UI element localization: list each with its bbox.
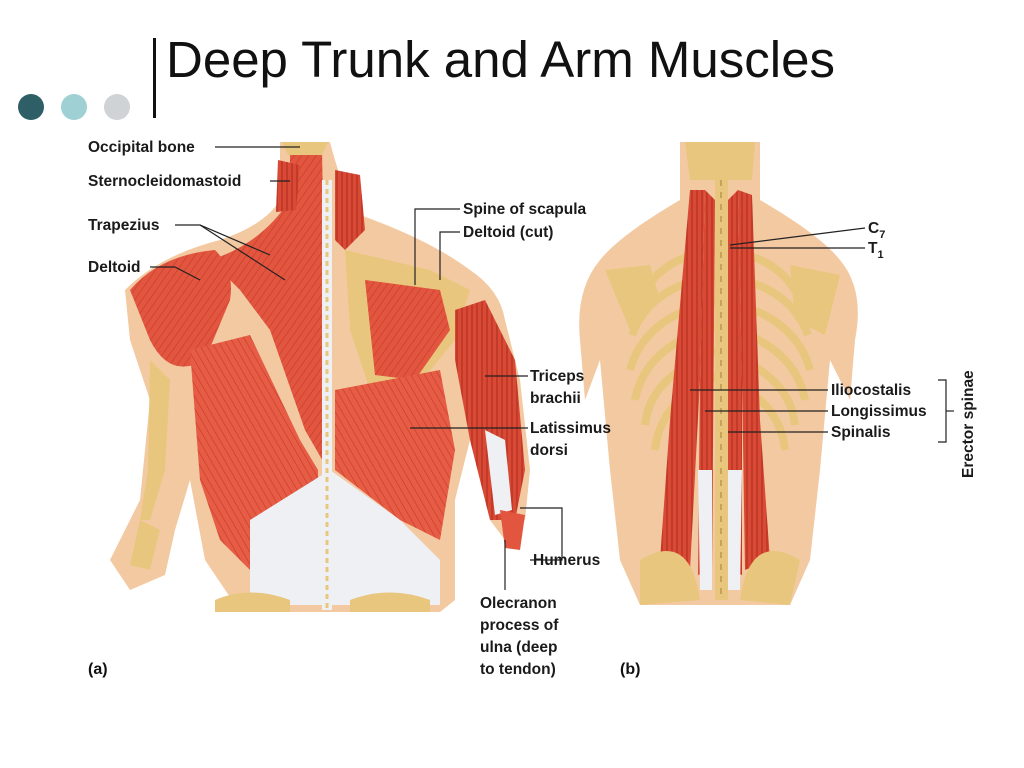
label-erector-spinae: Erector spinae xyxy=(960,370,977,478)
label-olecranon-1: Olecranon xyxy=(480,595,557,612)
label-olecranon-4: to tendon) xyxy=(480,661,556,678)
label-occipital-bone: Occipital bone xyxy=(88,139,195,156)
label-spine-of-scapula: Spine of scapula xyxy=(463,201,587,218)
label-latissimus-2: dorsi xyxy=(530,442,568,459)
label-iliocostalis: Iliocostalis xyxy=(831,382,911,399)
iliocostalis-left-shape xyxy=(660,190,705,570)
label-t1-letter: T xyxy=(868,240,878,257)
label-latissimus-1: Latissimus xyxy=(530,420,611,437)
leader-lines-b xyxy=(690,227,954,443)
figure-a-illustration xyxy=(110,142,530,612)
latissimus-right-shape xyxy=(335,370,455,540)
deltoid-left-shape xyxy=(130,250,231,367)
label-humerus: Humerus xyxy=(533,552,600,569)
label-olecranon-2: process of xyxy=(480,617,559,634)
label-c7-sub: 7 xyxy=(879,229,885,241)
label-t1: T1 xyxy=(868,240,884,261)
leader-lines-a xyxy=(150,146,563,590)
label-deltoid: Deltoid xyxy=(88,259,141,276)
label-sternocleidomastoid: Sternocleidomastoid xyxy=(88,173,241,190)
panel-label-b: (b) xyxy=(620,661,640,678)
label-triceps-1: Triceps xyxy=(530,368,584,385)
label-spinalis: Spinalis xyxy=(831,424,890,441)
label-olecranon-3: ulna (deep xyxy=(480,639,558,656)
iliocostalis-right-shape xyxy=(738,190,770,570)
bullet-dot-1 xyxy=(18,94,44,120)
label-longissimus: Longissimus xyxy=(831,403,927,420)
label-c7: C7 xyxy=(868,220,885,241)
label-c7-letter: C xyxy=(868,220,879,237)
bullet-dot-3 xyxy=(104,94,130,120)
trapezius-shape xyxy=(210,150,328,470)
triceps-shape xyxy=(455,300,525,520)
label-trapezius: Trapezius xyxy=(88,217,160,234)
bullet-dot-2 xyxy=(61,94,87,120)
label-t1-sub: 1 xyxy=(877,249,883,261)
label-deltoid-cut: Deltoid (cut) xyxy=(463,224,553,241)
slide-title: Deep Trunk and Arm Muscles xyxy=(166,31,835,88)
panel-label-a: (a) xyxy=(88,661,108,678)
figure-b-illustration xyxy=(579,142,858,605)
label-triceps-2: brachii xyxy=(530,390,581,407)
title-divider xyxy=(153,38,156,118)
